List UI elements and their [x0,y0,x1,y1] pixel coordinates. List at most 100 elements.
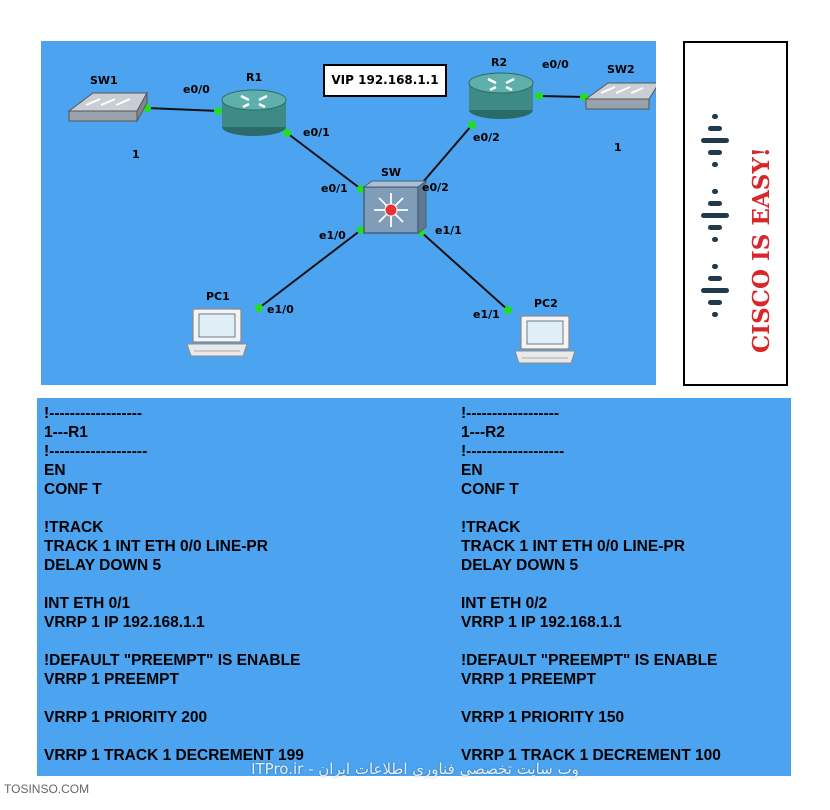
logo-bar [708,201,722,206]
config-line: !------------------- [44,443,148,460]
config-line: !------------------- [461,443,565,460]
port-label: e0/1 [303,126,330,139]
cisco-logo-text-layer: CISCO IS EASY! [685,43,786,384]
link-sw-pc1 [258,229,362,309]
config-line: 1---R1 [44,424,88,441]
config-line: INT ETH 0/1 [44,595,131,612]
logo-bar [712,312,718,317]
config-column-r1: !------------------ 1---R1 !--------------… [44,404,304,765]
note-sw2: 1 [614,141,622,154]
config-line: VRRP 1 TRACK 1 DECREMENT 100 [461,747,721,764]
logo-bar [708,300,722,305]
label-sw1: SW1 [90,74,118,87]
link-r2-sw [416,124,473,190]
config-line: VRRP 1 PREEMPT [44,671,179,688]
logo-bar [708,225,722,230]
config-line: CONF T [461,481,519,498]
config-line: !TRACK [44,519,104,536]
port-label: e0/1 [321,182,348,195]
port-label: e0/2 [422,181,449,194]
port-label: e1/1 [435,224,462,237]
logo-text: CISCO IS EASY! [748,147,775,353]
config-line: EN [461,462,483,479]
config-line [44,499,304,518]
config-line: VRRP 1 IP 192.168.1.1 [44,614,205,631]
dot [504,306,512,314]
dot [283,129,291,137]
dot [468,121,476,129]
config-line: !DEFAULT "PREEMPT" IS ENABLE [461,652,718,669]
switch-icon[interactable] [67,91,148,123]
label-pc1: PC1 [206,290,230,303]
logo-bar [708,150,722,155]
config-line: !------------------ [44,405,143,422]
config-line: INT ETH 0/2 [461,595,548,612]
watermark-text: ITPro.ir - وب سایت تخصصی فناوری اطلاعات … [251,760,579,778]
logo-bar [712,162,718,167]
port-label: e1/0 [319,229,346,242]
topology-diagram: SW1 R1 R2 SW2 SW PC1 PC2 e0/0 e0/1 e0/0 … [41,41,656,385]
footer-brand: TOSINSO.COM [4,782,90,796]
laptop-icon[interactable] [514,315,576,364]
config-line: VRRP 1 IP 192.168.1.1 [461,614,622,631]
dot [255,304,263,312]
logo-bar [712,189,718,194]
config-line [44,689,304,708]
config-line [44,575,304,594]
config-line: CONF T [44,481,102,498]
logo-bar [712,237,718,242]
link-sw-pc2 [420,231,509,311]
topology-canvas: SW1 R1 R2 SW2 SW PC1 PC2 e0/0 e0/1 e0/0 … [67,56,656,364]
switch-icon[interactable] [584,82,656,110]
logo-bar [712,114,718,119]
links [146,95,587,311]
config-line: !TRACK [461,519,521,536]
port-label: e1/0 [267,303,294,316]
port-label: e1/1 [473,308,500,321]
logo-bar [708,276,722,281]
vip-label: VIP 192.168.1.1 [323,64,447,97]
dot [535,92,543,100]
label-sw: SW [381,166,401,179]
laptop-icon[interactable] [186,308,248,357]
cisco-bars [701,114,729,317]
config-line [461,575,721,594]
router-icon[interactable] [221,89,287,136]
config-column-r2: !------------------ 1---R2 !--------------… [461,404,721,765]
multilayer-switch-icon[interactable] [362,180,428,234]
config-line: VRRP 1 PRIORITY 200 [44,709,208,726]
logo-bar [708,126,722,131]
config-panel: !------------------ 1---R1 !--------------… [37,398,791,776]
dot [357,185,365,193]
link-dots [143,92,588,314]
logo-bar [701,288,729,293]
label-pc2: PC2 [534,297,558,310]
link-r2-sw2 [538,95,587,98]
label-r2: R2 [491,56,507,69]
config-line: VRRP 1 PREEMPT [461,671,596,688]
config-line [461,499,721,518]
link-r1-sw [286,132,362,190]
config-line [44,727,304,746]
config-line: !------------------ [461,405,560,422]
label-r1: R1 [246,71,262,84]
config-line: TRACK 1 INT ETH 0/0 LINE-PR [44,538,268,555]
note-sw1: 1 [132,148,140,161]
config-line [461,727,721,746]
port-label: e0/2 [473,131,500,144]
link-sw1-r1 [146,107,220,112]
cisco-logo-panel: CISCO IS EASY! [683,41,788,386]
dot [214,107,222,115]
config-line: EN [44,462,66,479]
dot [357,226,365,234]
config-line: DELAY DOWN 5 [461,557,579,574]
logo-bar [701,138,729,143]
label-sw2: SW2 [607,63,635,76]
router-icon[interactable] [468,72,534,119]
config-line: VRRP 1 TRACK 1 DECREMENT 199 [44,747,304,764]
port-label: e0/0 [542,58,569,71]
config-line: 1---R2 [461,424,505,441]
config-line: !DEFAULT "PREEMPT" IS ENABLE [44,652,301,669]
logo-bar [712,264,718,269]
config-line: DELAY DOWN 5 [44,557,162,574]
